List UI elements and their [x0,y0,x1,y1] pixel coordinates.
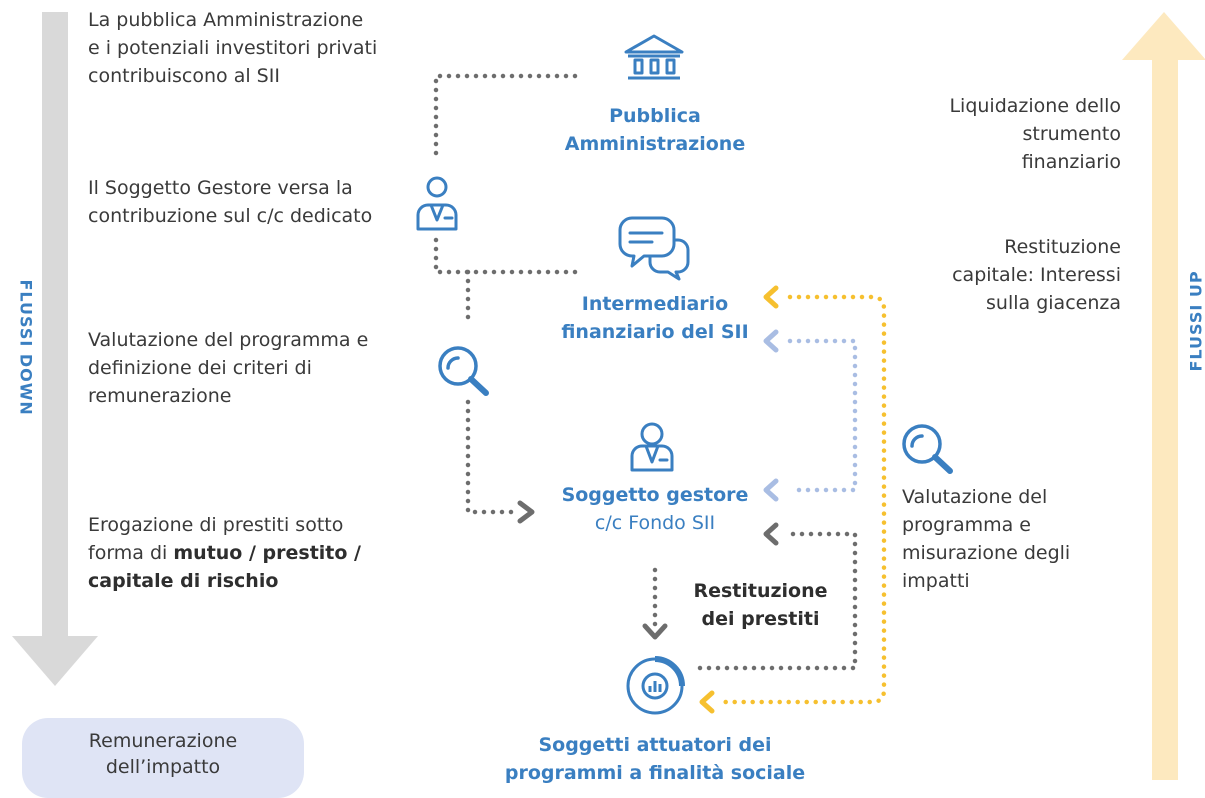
arrowhead-to-gestore-blue [766,481,776,499]
arrowhead-to-gestore-gray [766,525,776,543]
arrowhead-to-intermediario-blue [766,332,776,350]
node-intermediario-title: Intermediario finanziario del SII [555,290,755,346]
arrowhead-to-gestore [520,503,532,521]
node-gestore-subtitle: c/c Fondo SII [545,509,765,537]
search-icon [440,348,486,393]
arrowhead-to-attuatori-yellow [702,693,712,711]
chat-bubbles-icon [620,218,688,279]
restituzione-prestiti-label: Restituzione dei prestiti [688,577,833,633]
search-icon-right [904,426,950,471]
right-step-1: Liquidazione dello strumento finanziario [930,92,1121,176]
chart-circle-icon [628,659,682,713]
node-gestore-title: Soggetto gestore [545,481,765,509]
node-pa-title: Pubblica Amministrazione [545,102,765,158]
flussi-down-label: FLUSSI DOWN [17,280,36,380]
flussi-up-arrow [1122,12,1205,780]
arrowhead-to-attuatori [645,626,665,637]
person-icon [418,178,456,229]
flussi-up-label: FLUSSI UP [1187,272,1205,372]
left-step-4: Erogazione di prestiti sotto forma di mu… [88,511,378,595]
left-step-3: Valutazione del programma e definizione … [88,326,378,410]
manager-icon [632,424,672,470]
bank-icon [626,36,682,78]
dotted-path-valutazione [790,341,855,490]
arrowhead-to-intermediario-yellow [766,288,776,306]
left-step-1: La pubblica Amministrazione e i potenzia… [88,6,378,90]
remunerazione-label: Remunerazione dell’impatto [78,728,248,780]
left-step-2: Il Soggetto Gestore versa la contribuzio… [88,174,378,230]
remunerazione-pill: Remunerazione dell’impatto [22,718,304,798]
node-attuatori-title: Soggetti attuatori dei programmi a final… [500,731,810,787]
right-step-2: Restituzione capitale: Interessi sulla g… [920,233,1121,317]
valutazione-impatti-label: Valutazione del programma e misurazione … [902,483,1082,595]
